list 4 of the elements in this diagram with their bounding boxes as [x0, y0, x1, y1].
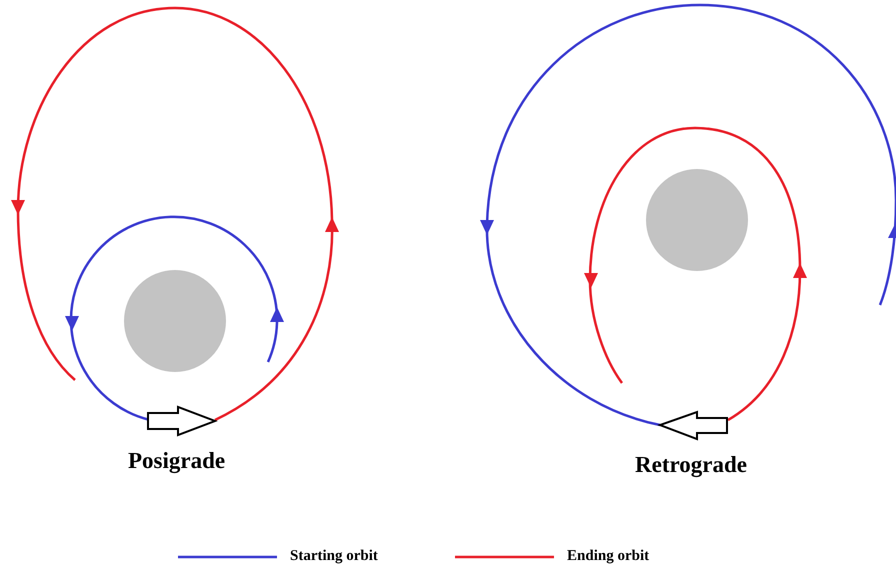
legend-label: Ending orbit — [567, 548, 650, 565]
panel-caption: Retrograde — [635, 452, 747, 478]
legend-label: Starting orbit — [290, 548, 378, 565]
panel-caption: Posigrade — [128, 448, 226, 474]
